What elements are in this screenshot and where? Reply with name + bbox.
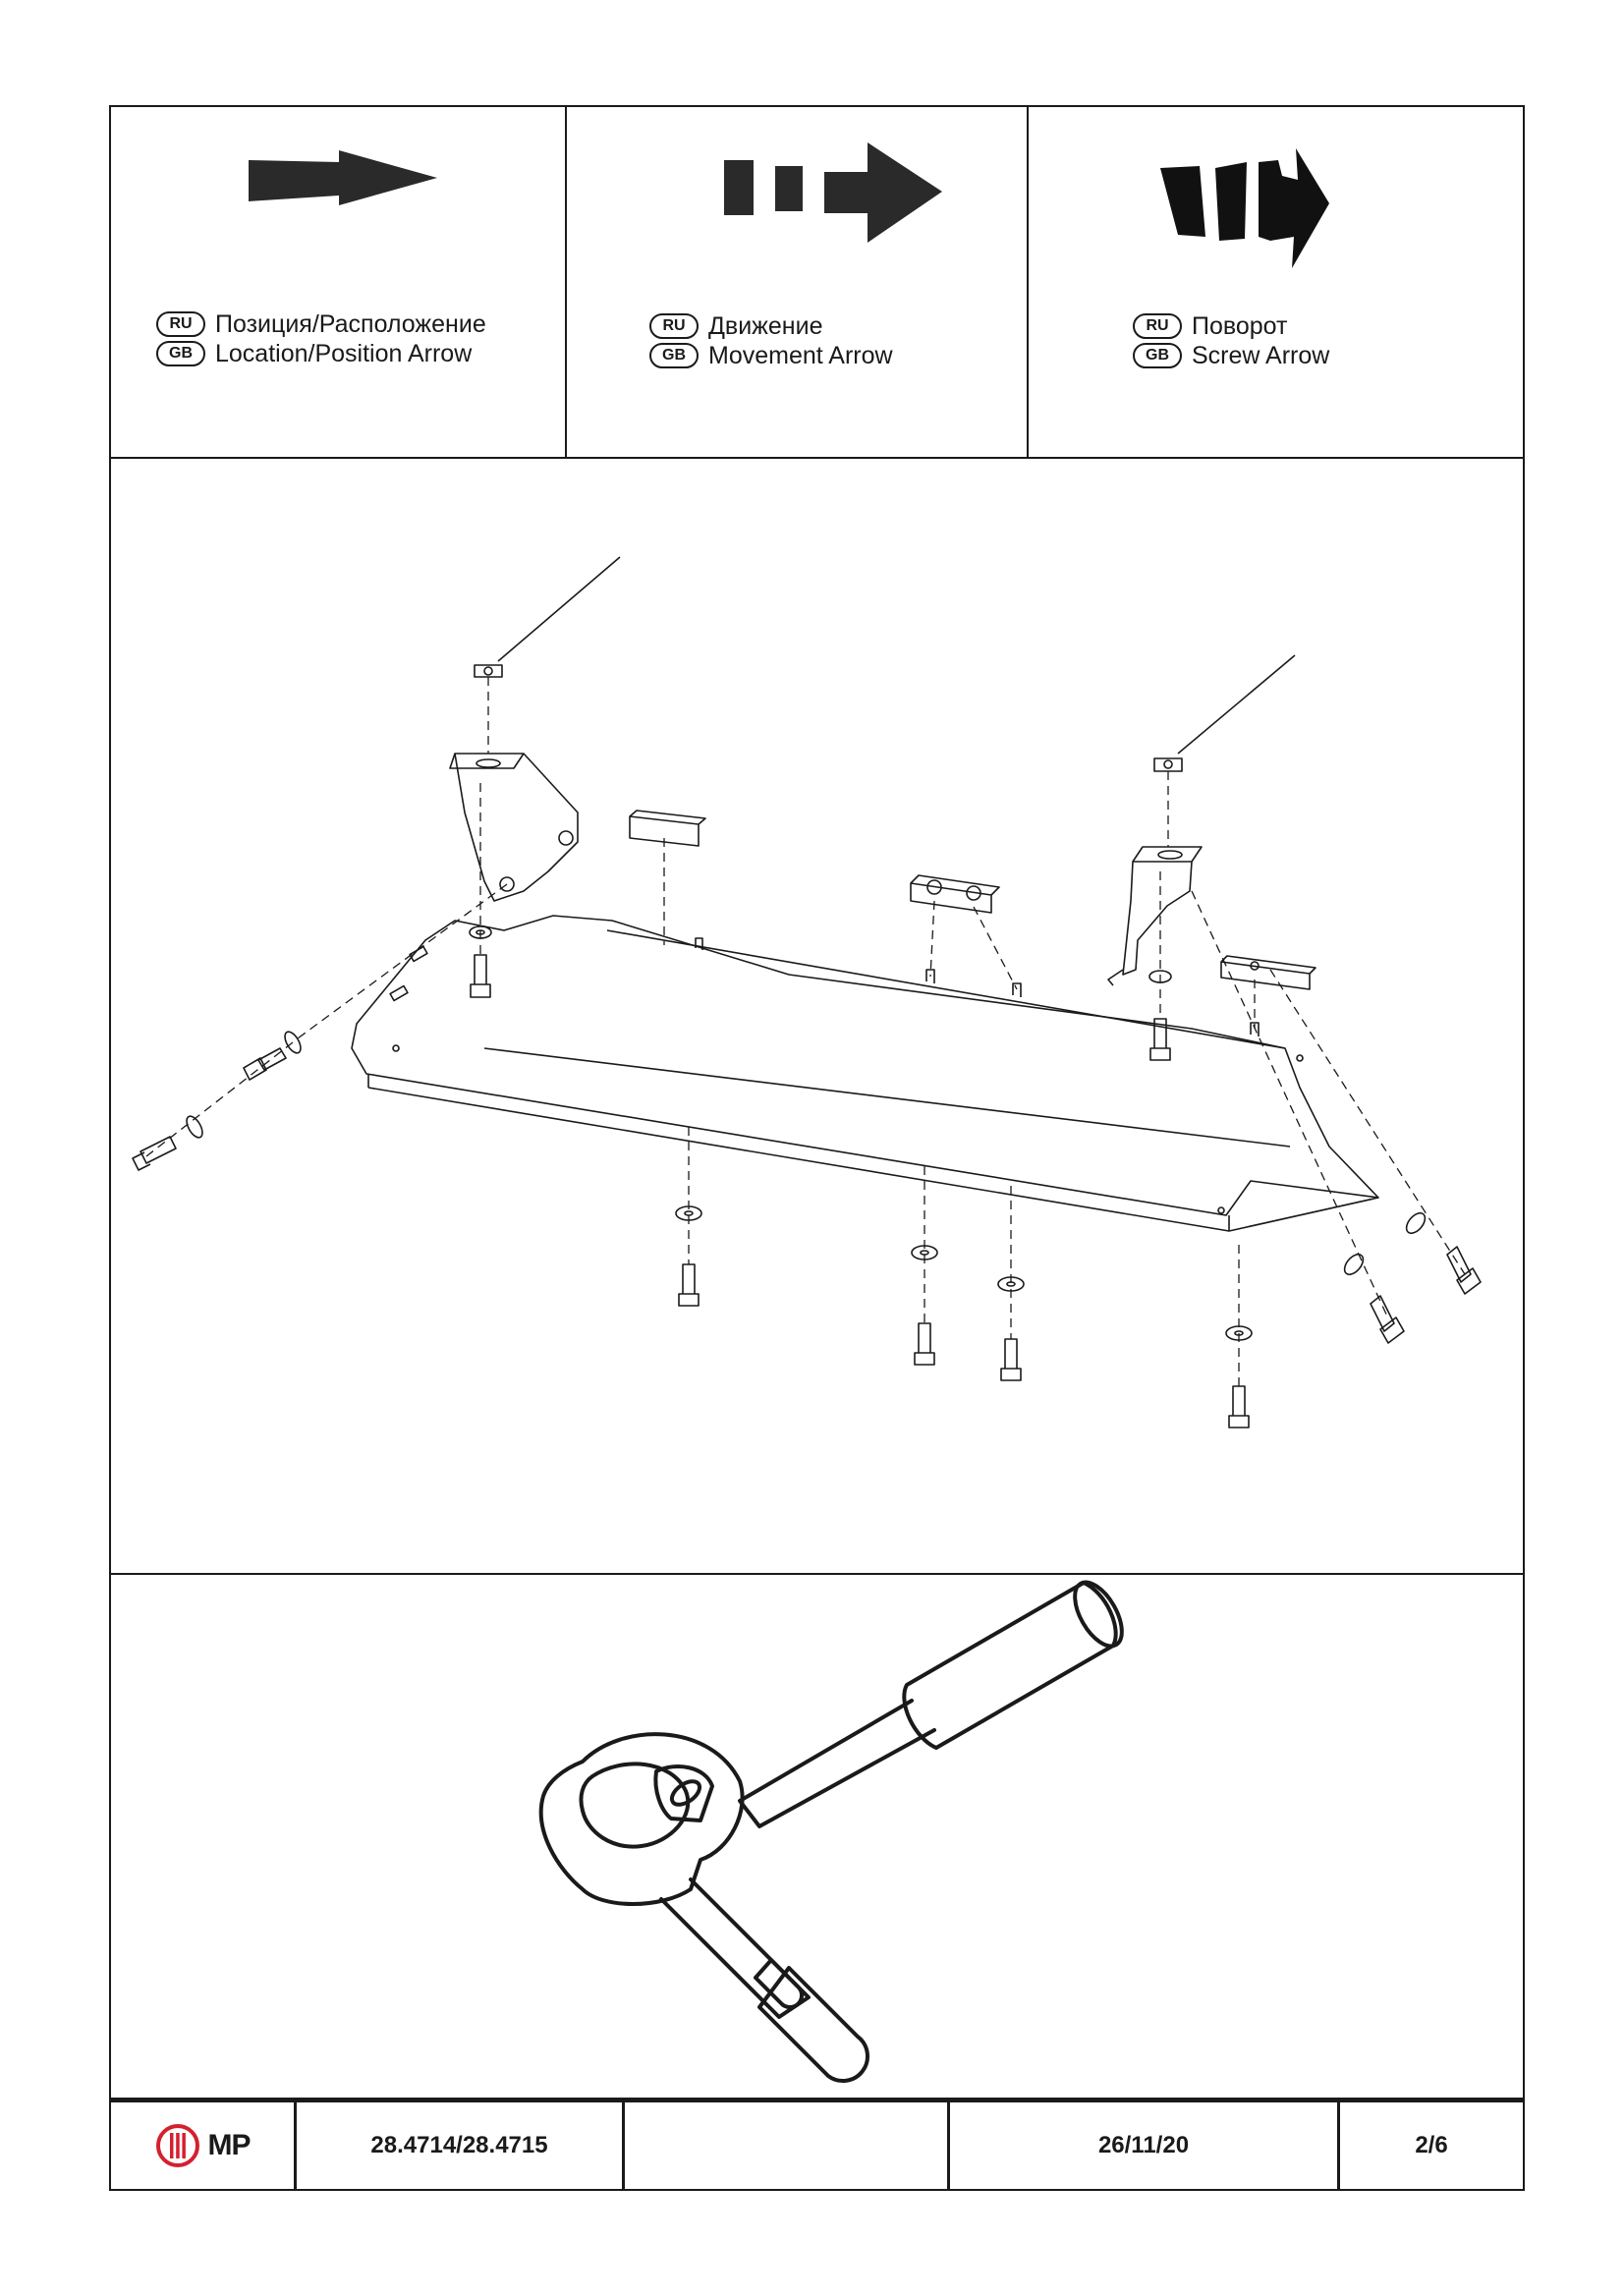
legend-movement: RU Движение GB Movement Arrow <box>567 107 1029 457</box>
legend-ru-label: Движение <box>708 312 823 340</box>
ru-badge: RU <box>156 311 205 337</box>
legend-ru-label: Позиция/Расположение <box>215 310 486 338</box>
skid-plate-outline <box>351 915 1379 1216</box>
plate-front-edge <box>367 1087 1230 1232</box>
location-arrow-icon <box>249 150 437 205</box>
legend-screw: RU Поворот GB Screw Arrow <box>1029 107 1525 457</box>
arrow-legend: RU Позиция/Расположение GB Location/Positi… <box>111 107 1523 459</box>
gb-badge: GB <box>649 343 699 368</box>
legend-gb-label: Location/Position Arrow <box>215 340 473 367</box>
drawing-frame: RU Позиция/Расположение GB Location/Positi… <box>109 105 1525 2191</box>
bolt <box>678 1263 700 1307</box>
gb-badge: GB <box>1133 343 1182 368</box>
bolt <box>1149 1018 1171 1061</box>
movement-arrow-icon <box>724 142 942 243</box>
spacer-plate <box>1220 955 1316 990</box>
title-block: MP 28.4714/28.4715 26/11/20 2/6 <box>111 2098 1523 2189</box>
revision-date: 26/11/20 <box>950 2102 1340 2189</box>
logo-cell: MP <box>111 2102 297 2189</box>
logo-text: MP <box>207 2129 252 2161</box>
legend-gb-label: Screw Arrow <box>1192 342 1330 369</box>
blank-cell <box>625 2102 950 2189</box>
ru-badge: RU <box>1133 313 1182 339</box>
ru-badge: RU <box>649 313 699 339</box>
left-bracket <box>454 753 579 902</box>
bolt <box>1228 1385 1250 1428</box>
right-bracket <box>1122 861 1193 976</box>
socket <box>757 1966 869 2083</box>
tool-panel <box>111 1575 1523 2100</box>
right-clip <box>1153 757 1183 772</box>
page-number: 2/6 <box>1415 2132 1448 2158</box>
legend-gb-label: Movement Arrow <box>708 342 893 369</box>
gb-badge: GB <box>156 341 205 366</box>
bolt <box>243 1047 287 1081</box>
ratchet-wrench-icon <box>538 1580 1124 2083</box>
spacer-plate <box>629 810 706 847</box>
bolt <box>470 954 491 998</box>
part-number: 28.4714/28.4715 <box>297 2102 625 2189</box>
assembly-diagram-panel <box>111 459 1523 1575</box>
bolt <box>132 1136 177 1171</box>
handle-grip <box>902 1581 1118 1750</box>
bolt <box>1370 1295 1405 1344</box>
left-clip <box>474 664 503 678</box>
skid-plate-assembly-diagram <box>132 556 1482 1428</box>
legend-ru-label: Поворот <box>1192 312 1288 340</box>
bolt <box>914 1322 935 1366</box>
ratchet-head <box>538 1732 745 1906</box>
mp-logo-icon <box>155 2124 199 2167</box>
bolt <box>1000 1338 1022 1381</box>
legend-location: RU Позиция/Расположение GB Location/Positi… <box>111 107 567 457</box>
spacer-plate <box>910 874 1000 914</box>
bolt <box>1446 1246 1482 1295</box>
screw-arrow-icon <box>1160 148 1329 268</box>
